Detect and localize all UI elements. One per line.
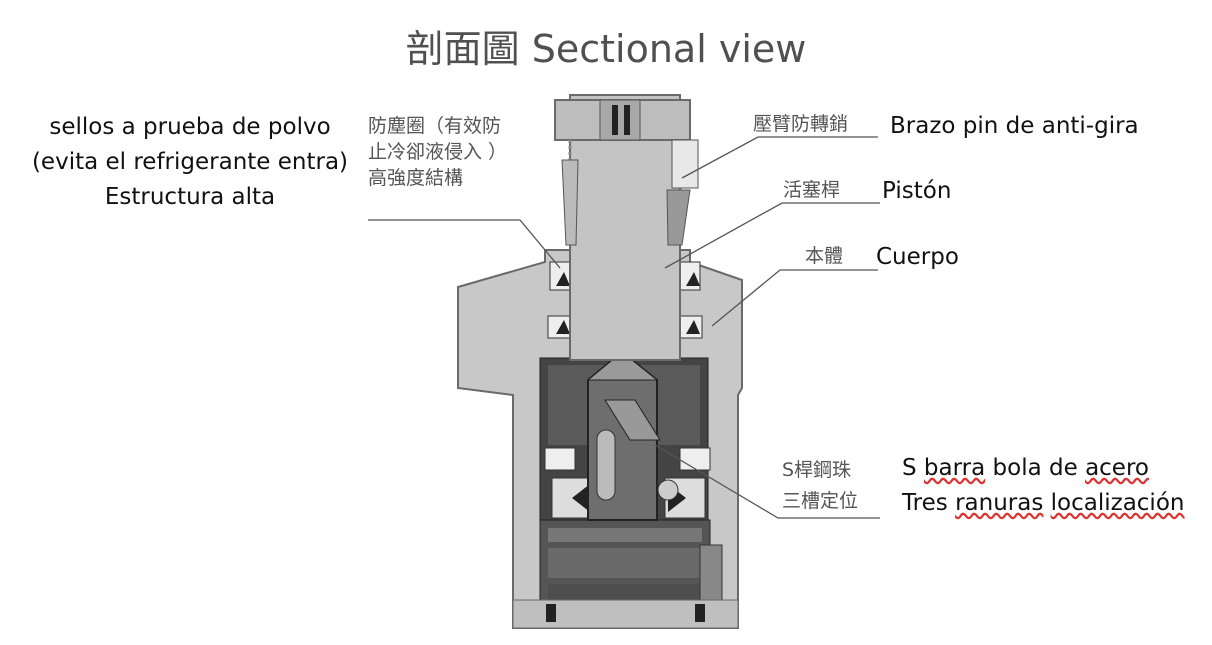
leader-lines bbox=[368, 136, 880, 519]
ball-label-zh: S桿鋼珠 三槽定位 bbox=[782, 459, 859, 512]
anti-rotation-label-es: Brazo pin de anti-gira bbox=[890, 113, 1139, 139]
page-title: 剖面圖 Sectional view bbox=[405, 27, 807, 71]
anti-rotation-pin bbox=[671, 139, 699, 189]
anti-rotation-label-zh: 壓臂防轉銷 bbox=[753, 113, 849, 135]
body-label-zh: 本體 bbox=[805, 245, 844, 267]
piston-label-es: Pistón bbox=[882, 178, 952, 204]
body-label-es: Cuerpo bbox=[876, 244, 959, 270]
ball-label-es: S barra bola de acero Tres ranuras local… bbox=[902, 455, 1185, 516]
dust-seal-label-zh: 防塵圈（有效防 止冷卻液侵入 ） 高強度結構 bbox=[368, 115, 508, 189]
piston-label-zh: 活塞桿 bbox=[783, 179, 841, 201]
dust-seal-label-es: sellos a prueba de polvo (evita el refri… bbox=[31, 114, 349, 210]
steel-ball bbox=[657, 479, 679, 501]
